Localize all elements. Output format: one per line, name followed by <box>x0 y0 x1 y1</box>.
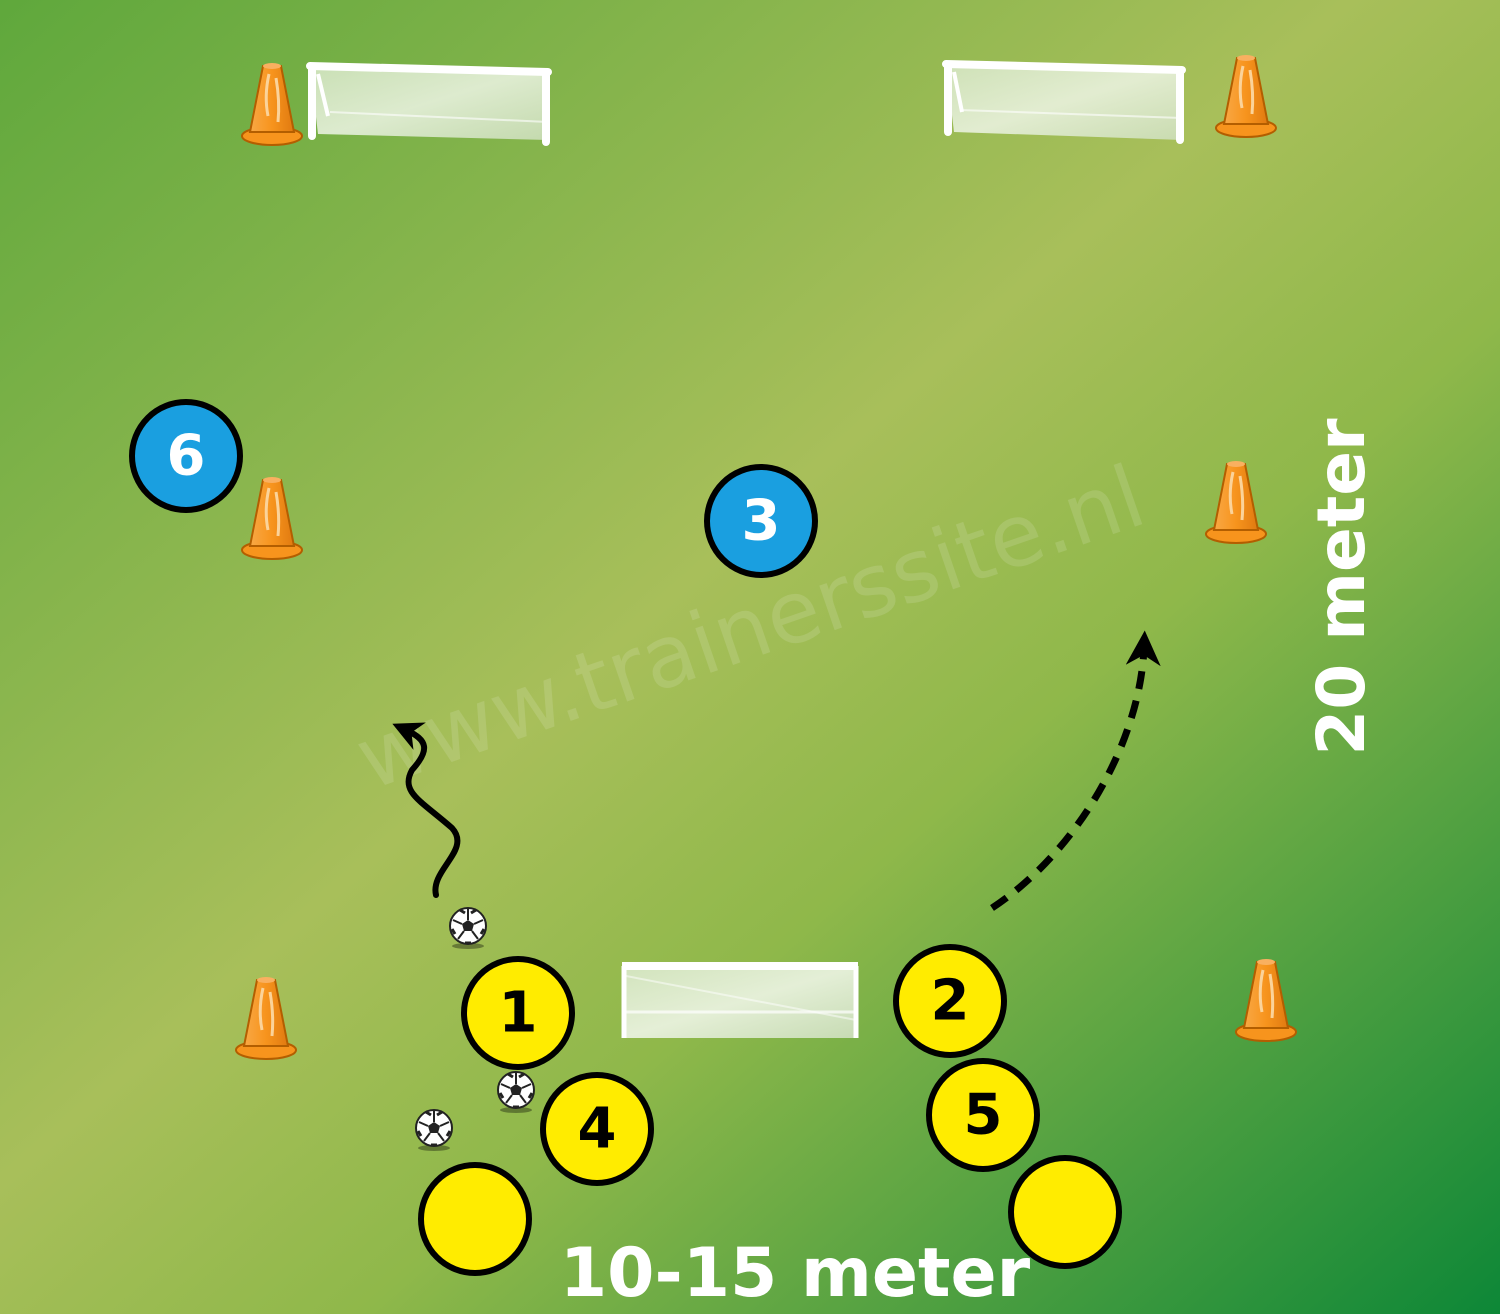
player-number: 3 <box>742 489 781 554</box>
goal-icon <box>621 962 859 1038</box>
length-label: 20 meter <box>1303 418 1380 756</box>
goal-icon <box>306 62 552 146</box>
player-1: 1 <box>461 956 575 1070</box>
player-number: 4 <box>578 1097 617 1162</box>
player-4: 4 <box>540 1072 654 1186</box>
dribble-arrow <box>392 722 461 898</box>
player-number: 6 <box>167 424 206 489</box>
player-blank-right <box>1008 1155 1122 1269</box>
player-number: 5 <box>964 1083 1003 1148</box>
player-number: 2 <box>931 969 970 1034</box>
player-number: 1 <box>499 981 538 1046</box>
player-2: 2 <box>893 944 1007 1058</box>
goal-icon <box>942 60 1186 144</box>
player-blank-left <box>418 1162 532 1276</box>
player-5: 5 <box>926 1058 1040 1172</box>
run-arrow <box>990 630 1161 911</box>
player-6: 6 <box>129 399 243 513</box>
player-3: 3 <box>704 464 818 578</box>
width-label: 10-15 meter <box>560 1234 1031 1313</box>
